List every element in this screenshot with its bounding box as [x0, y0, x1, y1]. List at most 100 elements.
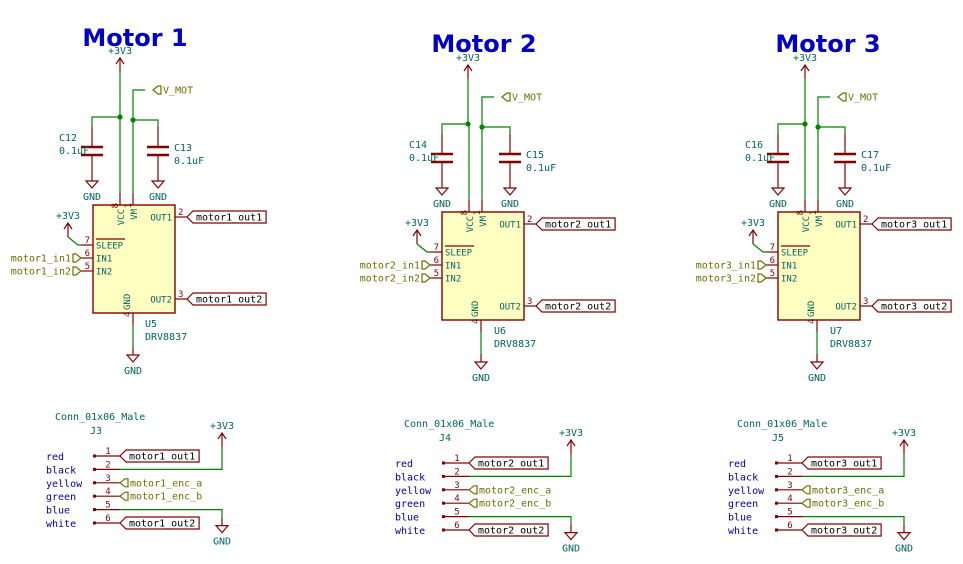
global-label-text: motor3_enc_b — [812, 499, 884, 510]
wire-color-label: yellow — [728, 486, 765, 497]
net-label-text: motor2_out2 — [545, 302, 611, 313]
pin-number: 4 — [807, 319, 817, 324]
pin-number: 3 — [178, 290, 183, 300]
wire — [802, 454, 905, 477]
ground-icon — [434, 187, 450, 196]
pin-number: 6 — [787, 521, 792, 531]
wire — [469, 454, 572, 477]
wire — [817, 96, 830, 127]
global-label-text: motor3_in2 — [696, 274, 756, 285]
connector-pin-stub — [442, 461, 445, 465]
ground-icon — [770, 187, 786, 196]
pin-number: 7 — [85, 236, 90, 246]
net-label-text: motor2_out1 — [478, 459, 544, 470]
junction-dot — [815, 124, 821, 130]
pin-name: VCC — [117, 209, 127, 225]
ground-icon — [84, 180, 100, 189]
wire — [468, 123, 470, 200]
wire — [120, 447, 223, 470]
connector-pin-stub — [775, 488, 778, 492]
driver-ic-body — [92, 204, 176, 314]
global-label-text: motor1_in1 — [11, 254, 71, 265]
global-label-text: motor1_enc_a — [130, 478, 202, 489]
ground-icon — [896, 531, 912, 541]
net-label-text: motor1_out2 — [196, 295, 262, 306]
global-label-text: V_MOT — [848, 93, 878, 104]
junction-dot — [117, 114, 123, 120]
pin-name: SLEEP — [781, 249, 809, 259]
power-label: +3V3 — [793, 53, 817, 64]
wire — [802, 515, 905, 525]
wire-color-label: red — [46, 452, 64, 463]
ground-label: GND — [124, 366, 142, 377]
wire-color-label: black — [728, 472, 758, 483]
pin-number: 5 — [105, 501, 110, 511]
ic-ref: U5 — [145, 319, 157, 330]
global-label-text: V_MOT — [512, 93, 542, 104]
pin-number: 3 — [454, 481, 459, 491]
global-label-text: motor2_enc_b — [479, 499, 551, 510]
block-title: Motor 2 — [431, 30, 536, 58]
capacitor-value: 0.1uF — [59, 146, 89, 157]
net-label-box — [535, 299, 616, 313]
power-arrow-icon — [412, 228, 422, 237]
wire — [91, 72, 121, 127]
junction-dot — [130, 117, 136, 123]
wire-color-label: yellow — [395, 486, 432, 497]
capacitor-value: 0.1uF — [745, 153, 775, 164]
pin-number: 5 — [770, 269, 775, 279]
wire-color-label: red — [395, 459, 413, 470]
connector-pin-stub — [775, 528, 778, 532]
ground-label: GND — [808, 373, 826, 384]
global-label-arrow-icon — [757, 273, 767, 283]
wire — [67, 236, 81, 246]
connector-pin-stub — [775, 461, 778, 465]
capacitor-ref: C16 — [745, 140, 763, 151]
capacitor-value: 0.1uF — [861, 163, 891, 174]
pin-name: OUT2 — [150, 296, 172, 306]
pin-name: GND — [471, 301, 481, 317]
connector-pin-stub — [93, 454, 96, 458]
power-arrow-icon — [800, 63, 810, 72]
connector-pin-stub — [442, 515, 445, 519]
connector-pin-stub — [442, 501, 445, 505]
capacitor-value: 0.1uF — [174, 156, 204, 167]
ic-ref: U6 — [494, 326, 506, 337]
pin-name: GND — [123, 294, 133, 310]
global-label-text: motor3_in1 — [696, 261, 756, 272]
connector-pin-stub — [775, 501, 778, 505]
net-label-box — [119, 516, 200, 530]
pin-number: 2 — [105, 460, 110, 470]
power-arrow-icon — [463, 63, 473, 72]
power-label: +3V3 — [741, 218, 765, 229]
global-label-arrow-icon — [72, 253, 82, 263]
wire-color-label: white — [728, 526, 758, 537]
wire-color-label: green — [395, 499, 425, 510]
ground-label: GND — [83, 192, 101, 203]
net-label-box — [871, 217, 952, 231]
pin-name: VCC — [466, 216, 476, 232]
net-label-text: motor3_out2 — [811, 526, 877, 537]
global-label-arrow-icon — [501, 92, 511, 102]
net-label-box — [801, 456, 882, 470]
global-label-arrow-icon — [801, 498, 811, 508]
pin-number: 6 — [770, 256, 775, 266]
connector-ref: J3 — [90, 426, 102, 437]
pin-number: 1 — [809, 210, 819, 215]
power-label: +3V3 — [108, 46, 132, 57]
pin-number: 2 — [787, 467, 792, 477]
wire — [132, 119, 159, 193]
ic-value: DRV8837 — [494, 339, 536, 350]
junction-dot — [465, 121, 471, 127]
net-label-box — [468, 456, 549, 470]
ground-icon — [502, 187, 518, 196]
connector-ref: J5 — [772, 433, 784, 444]
net-label-text: motor3_out2 — [881, 302, 947, 313]
pin-number: 3 — [787, 481, 792, 491]
capacitor-ref: C17 — [861, 150, 879, 161]
global-label-text: motor2_in2 — [360, 274, 420, 285]
pin-number: 2 — [527, 215, 532, 225]
ground-icon — [125, 354, 141, 363]
junction-dot — [479, 124, 485, 130]
